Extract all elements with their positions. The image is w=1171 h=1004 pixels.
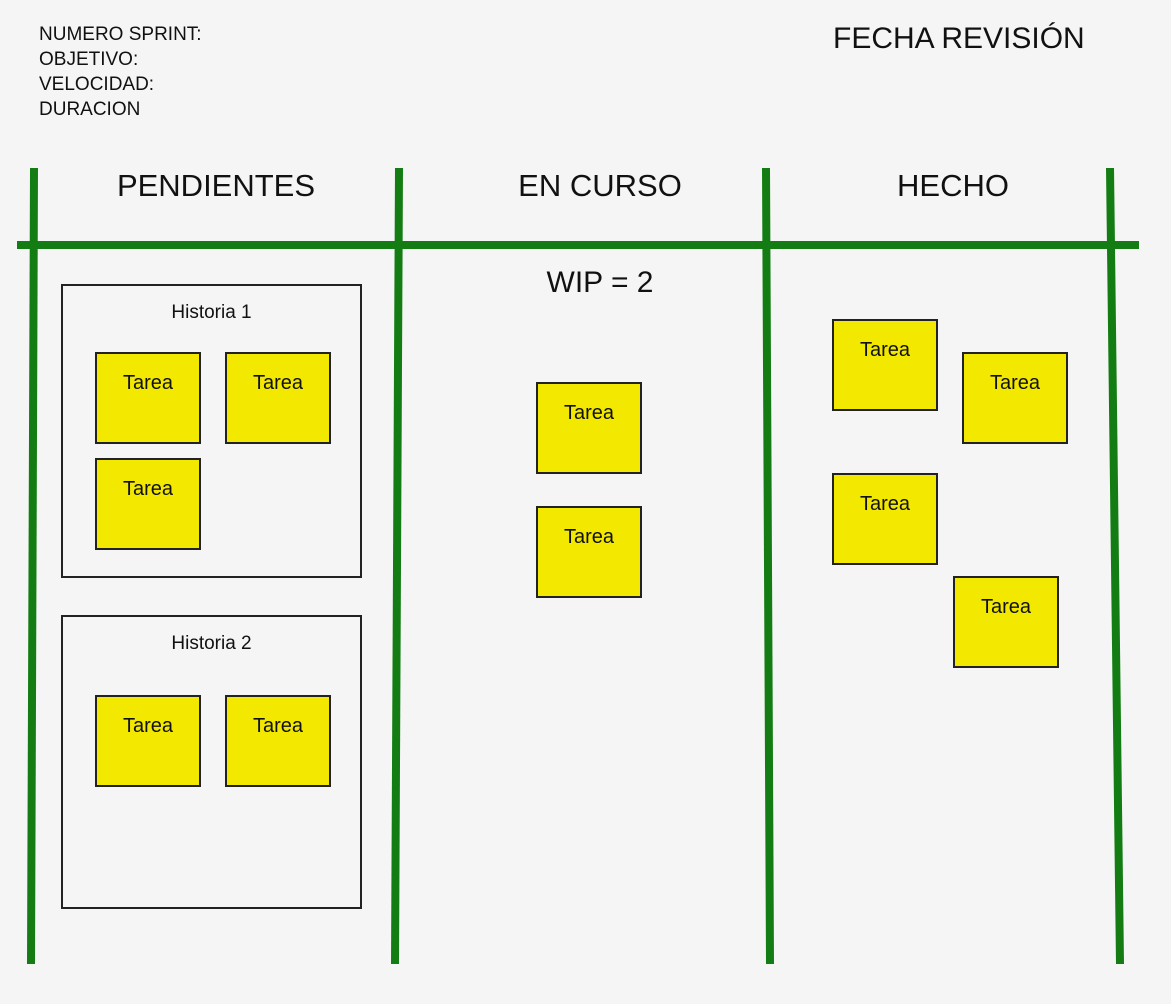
column-title-en-curso: EN CURSO — [518, 168, 682, 203]
sprint-info: NUMERO SPRINT: OBJETIVO: VELOCIDAD: DURA… — [39, 22, 202, 122]
task-note[interactable]: Tarea — [95, 352, 201, 444]
column-line-left — [27, 167, 38, 965]
task-label: Tarea — [252, 372, 304, 394]
task-note[interactable]: Tarea — [225, 695, 331, 787]
task-label: Tarea — [859, 339, 911, 361]
story-title: Historia 2 — [171, 633, 252, 654]
task-label: Tarea — [252, 715, 304, 737]
task-note[interactable]: Tarea — [95, 695, 201, 787]
column-title-hecho: HECHO — [897, 168, 1009, 203]
column-line-right — [1106, 167, 1124, 965]
task-label: Tarea — [563, 402, 615, 424]
task-note[interactable]: Tarea — [962, 352, 1068, 444]
task-label: Tarea — [563, 526, 615, 548]
velocity-label: VELOCIDAD: — [39, 74, 155, 95]
review-date-label: FECHA REVISIÓN — [833, 22, 1085, 55]
wip-limit: WIP = 2 — [546, 266, 654, 299]
objective-label: OBJETIVO: — [39, 49, 139, 70]
task-note[interactable]: Tarea — [536, 506, 642, 598]
task-label: Tarea — [980, 596, 1032, 618]
column-line-1 — [391, 167, 403, 965]
task-note[interactable]: Tarea — [832, 473, 938, 565]
sprint-number-label: NUMERO SPRINT: — [39, 24, 202, 45]
task-note[interactable]: Tarea — [832, 319, 938, 411]
duration-label: DURACION — [39, 99, 141, 120]
task-note[interactable]: Tarea — [953, 576, 1059, 668]
task-label: Tarea — [122, 715, 174, 737]
story-title: Historia 1 — [171, 302, 252, 323]
task-note[interactable]: Tarea — [536, 382, 642, 474]
task-label: Tarea — [989, 372, 1041, 394]
task-label: Tarea — [122, 478, 174, 500]
task-label: Tarea — [859, 493, 911, 515]
task-note[interactable]: Tarea — [225, 352, 331, 444]
column-title-pendientes: PENDIENTES — [116, 168, 316, 203]
task-note[interactable]: Tarea — [95, 458, 201, 550]
task-label: Tarea — [122, 372, 174, 394]
column-line-2 — [762, 167, 774, 965]
